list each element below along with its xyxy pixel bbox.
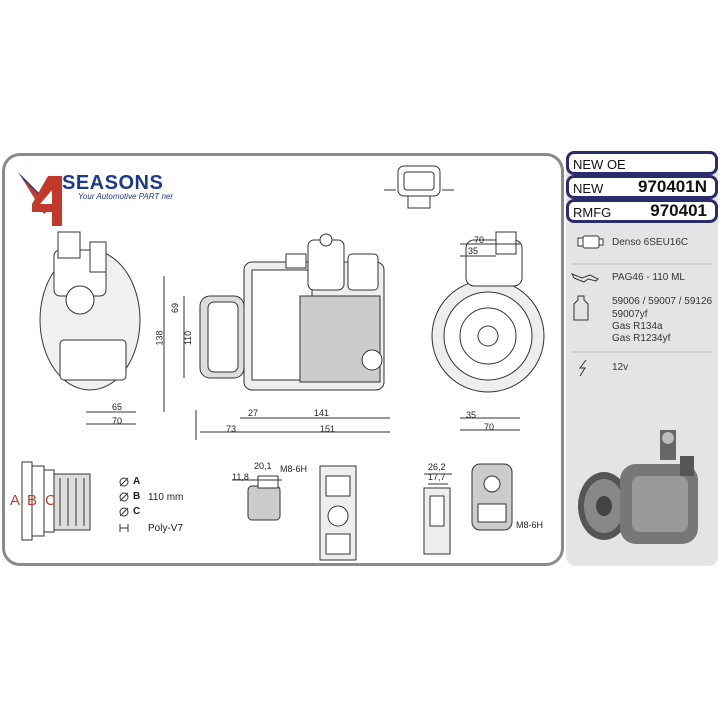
header-new-label: NEW bbox=[573, 181, 604, 196]
pulley-drawing bbox=[21, 461, 129, 541]
header-new-oe: NEW OE bbox=[566, 151, 718, 175]
dim-front-69: 69 bbox=[170, 302, 181, 314]
header-rmfg: RMFG 970401 bbox=[566, 199, 718, 223]
pulley-letter-c: C bbox=[45, 492, 56, 509]
header-new-value: 970401N bbox=[637, 177, 707, 196]
right-view-drawing bbox=[431, 231, 545, 431]
fitting1-drawing bbox=[232, 465, 357, 561]
dim-front-151: 151 bbox=[320, 424, 336, 434]
pulley-legend-b: B bbox=[133, 491, 141, 502]
brand-logo-mark bbox=[18, 172, 62, 226]
spec-oil: PAG46 - 110 ML bbox=[612, 272, 685, 283]
connector-drawing bbox=[384, 165, 454, 209]
compressor-icon bbox=[577, 235, 604, 249]
spec-ref-1: 59006 / 59007 / 59126 bbox=[612, 296, 713, 307]
spec-compressor: Denso 6SEU16C bbox=[612, 237, 689, 248]
dim-right-35-bottom: 35 bbox=[466, 410, 477, 420]
spec-ref-3: Gas R134a bbox=[612, 321, 663, 332]
fitting2-drawing bbox=[423, 463, 513, 555]
dim-right-70-bottom: 70 bbox=[484, 422, 495, 432]
header-rmfg-label: RMFG bbox=[573, 205, 612, 220]
dim-left-70: 70 bbox=[112, 416, 123, 426]
spec-voltage: 12v bbox=[612, 362, 629, 373]
dim-fitting2-thread: M8-6H bbox=[516, 520, 544, 530]
pulley-diameter: 110 mm bbox=[148, 492, 184, 503]
oil-can-icon bbox=[570, 273, 599, 283]
left-view-drawing bbox=[39, 231, 141, 425]
header-new-oe-label: NEW OE bbox=[573, 157, 626, 172]
dim-front-138: 138 bbox=[154, 330, 165, 346]
dim-front-141: 141 bbox=[314, 408, 330, 418]
brand-name: SEASONS bbox=[62, 172, 164, 194]
front-view-drawing bbox=[163, 233, 390, 440]
dim-fitting1-20-1: 20,1 bbox=[254, 461, 272, 471]
pulley-letter-b: B bbox=[27, 492, 38, 509]
dim-fitting2-17-7: 17,7 bbox=[428, 472, 446, 482]
header-rmfg-value: 970401 bbox=[650, 201, 707, 220]
pulley-legend-c: C bbox=[133, 506, 141, 517]
dim-front-27: 27 bbox=[248, 408, 259, 418]
dim-front-73: 73 bbox=[226, 424, 237, 434]
dim-left-65: 65 bbox=[112, 402, 123, 412]
spec-ref-2: 59007yf bbox=[612, 309, 648, 320]
compressor-photo bbox=[578, 430, 698, 544]
pulley-belt: Poly-V7 bbox=[148, 523, 184, 534]
lightning-icon bbox=[579, 359, 587, 377]
bottle-icon bbox=[573, 295, 589, 321]
spec-ref-4: Gas R1234yf bbox=[612, 333, 671, 344]
dim-front-110: 110 bbox=[183, 330, 194, 346]
pulley-letter-a: A bbox=[10, 492, 21, 509]
dim-right-70-top: 70 bbox=[474, 235, 485, 245]
dim-fitting1-thread: M8-6H bbox=[280, 464, 308, 474]
header-new: NEW 970401N bbox=[566, 175, 718, 199]
dim-fitting1-11-8: 11,8 bbox=[232, 472, 249, 482]
brand-tagline: Your Automotive PART ner bbox=[78, 192, 174, 201]
dim-right-35-top: 35 bbox=[468, 246, 479, 256]
pulley-legend-a: A bbox=[133, 476, 141, 487]
dim-fitting2-26-2: 26,2 bbox=[428, 462, 446, 472]
